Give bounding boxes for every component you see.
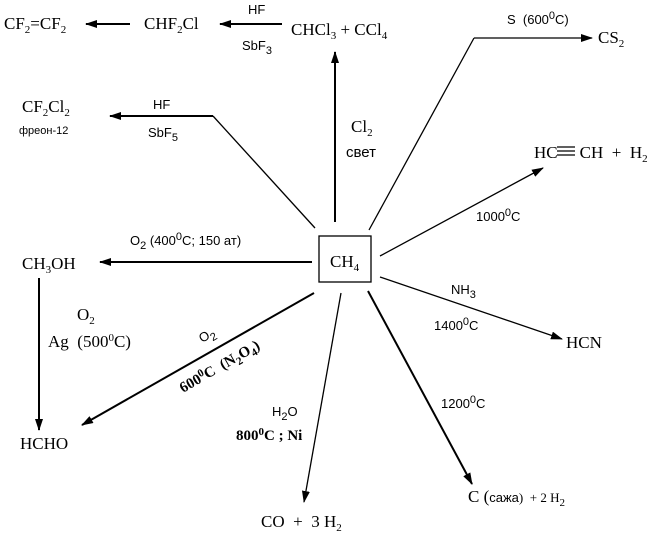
product-chloromethanes: CHCl3 + CCl4 — [291, 20, 388, 42]
triple-bond-icon — [557, 146, 575, 156]
condition-hf-top: HF — [248, 2, 265, 17]
line-to-cf2cl2 — [212, 115, 316, 229]
line-to-cs2 — [368, 37, 475, 231]
condition-1200c: 12000C — [441, 394, 485, 411]
condition-o2-diagonal: O2 — [196, 324, 220, 349]
product-syngas: CO + 3 H2 — [261, 512, 342, 534]
condition-water: H2O — [272, 404, 298, 423]
condition-o2-pressure: O2 (4000C; 150 ат) — [130, 231, 241, 252]
methane-box — [318, 235, 372, 283]
methane-formula: CH4 — [330, 252, 360, 274]
product-chf2cl: CHF2Cl — [144, 14, 199, 36]
svg-text:O2: O2 — [196, 324, 220, 349]
arrow-to-hcn — [379, 276, 563, 340]
arrow-to-soot — [367, 290, 473, 485]
arrow-to-hcho — [81, 292, 315, 426]
condition-sbf3: SbF3 — [242, 38, 272, 57]
condition-silver-500c: Ag (5000C) — [48, 332, 131, 351]
condition-light: свет — [346, 144, 376, 161]
condition-1000c: 10000C — [476, 207, 520, 224]
product-cs2: CS2 — [598, 28, 624, 50]
product-formaldehyde: HCHO — [20, 434, 68, 453]
condition-cl2: Cl2 — [351, 117, 373, 139]
product-tetrafluoroethylene: CF2=CF2 — [4, 14, 66, 36]
freon-label: фреон-12 — [19, 125, 68, 137]
condition-nickel-800c: 8000C ; Ni — [236, 426, 302, 444]
product-methanol: CH3OH — [22, 254, 76, 276]
product-soot: C (сажа) + 2 H2 — [468, 487, 565, 509]
condition-hf-mid: HF — [153, 97, 170, 112]
product-hcn: HCN — [566, 333, 602, 352]
arrow-to-syngas — [301, 292, 342, 503]
product-cf2cl2: CF2Cl2 — [22, 97, 70, 119]
arrow-to-acetylene — [379, 167, 544, 257]
condition-1400c: 14000C — [434, 316, 478, 333]
condition-sulfur: S (6000C) — [507, 10, 569, 27]
condition-sbf5: SbF5 — [148, 125, 178, 144]
condition-o2-silver: O2 — [77, 305, 95, 327]
condition-nh3: NH3 — [451, 282, 476, 301]
